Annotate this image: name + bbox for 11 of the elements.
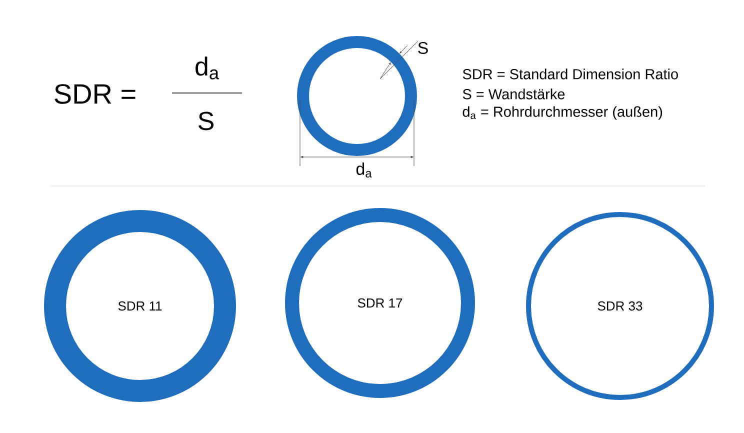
pipe-cross-section: SDR 11: [44, 210, 236, 402]
pipe-cross-section: SDR 33: [526, 212, 714, 400]
dimension-label: S: [418, 42, 428, 54]
definition-text: SDR = Standard Dimension Ratio: [462, 68, 678, 80]
definition-text: S = Wandstärke: [462, 88, 565, 100]
formula-text: SDR =: [54, 84, 136, 104]
formula-numerator: d$_{a}$: [196, 56, 220, 80]
pipe-cross-section: SDR 17: [285, 208, 475, 398]
dimension-label: d$_{a}$: [356, 162, 372, 178]
definition-text: d$_{a}$ = Rohrdurchmesser (außen): [462, 106, 662, 120]
formula-denominator: S: [198, 112, 214, 130]
